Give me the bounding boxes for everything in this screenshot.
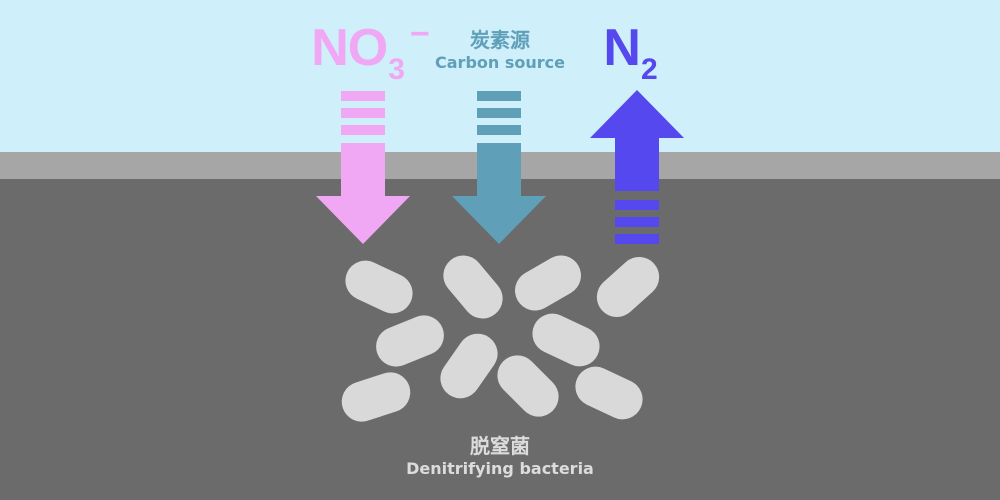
bacterium (497, 355, 559, 417)
bacterium (345, 260, 413, 314)
bacteria-label-jp: 脱窒菌 (470, 434, 530, 458)
carbon-source-arrow-down (452, 91, 546, 244)
nitrate-formula-subscript: 3 (388, 53, 405, 86)
bacterium (376, 315, 444, 367)
bacterium (532, 313, 600, 367)
bacteria-label: 脱窒菌 Denitrifying bacteria (350, 436, 650, 477)
carbon-source-label-jp: 炭素源 (470, 28, 530, 52)
carbon-source-label-en: Carbon source (435, 53, 565, 72)
nitrate-arrow-down (316, 91, 410, 244)
bacterium (596, 256, 660, 318)
bacteria-label-en: Denitrifying bacteria (406, 459, 594, 478)
carbon-source-label: 炭素源 Carbon source (400, 30, 600, 71)
nitrogen-formula-base: N (603, 19, 641, 77)
bacteria-cluster (341, 255, 660, 422)
bacterium (515, 255, 581, 311)
nitrate-formula-base: NO (311, 19, 388, 77)
bacterium (440, 333, 498, 399)
nitrogen-formula-subscript: 2 (640, 53, 658, 86)
nitrogen-gas-label: N2 (580, 19, 680, 85)
bacterium (443, 255, 503, 319)
nitrate-formula-charge: − (409, 15, 430, 53)
nitrate-label: NO3− (290, 17, 450, 85)
bacterium (575, 366, 643, 420)
nitrogen-gas-arrow-up (590, 90, 684, 244)
bacterium (341, 372, 411, 422)
